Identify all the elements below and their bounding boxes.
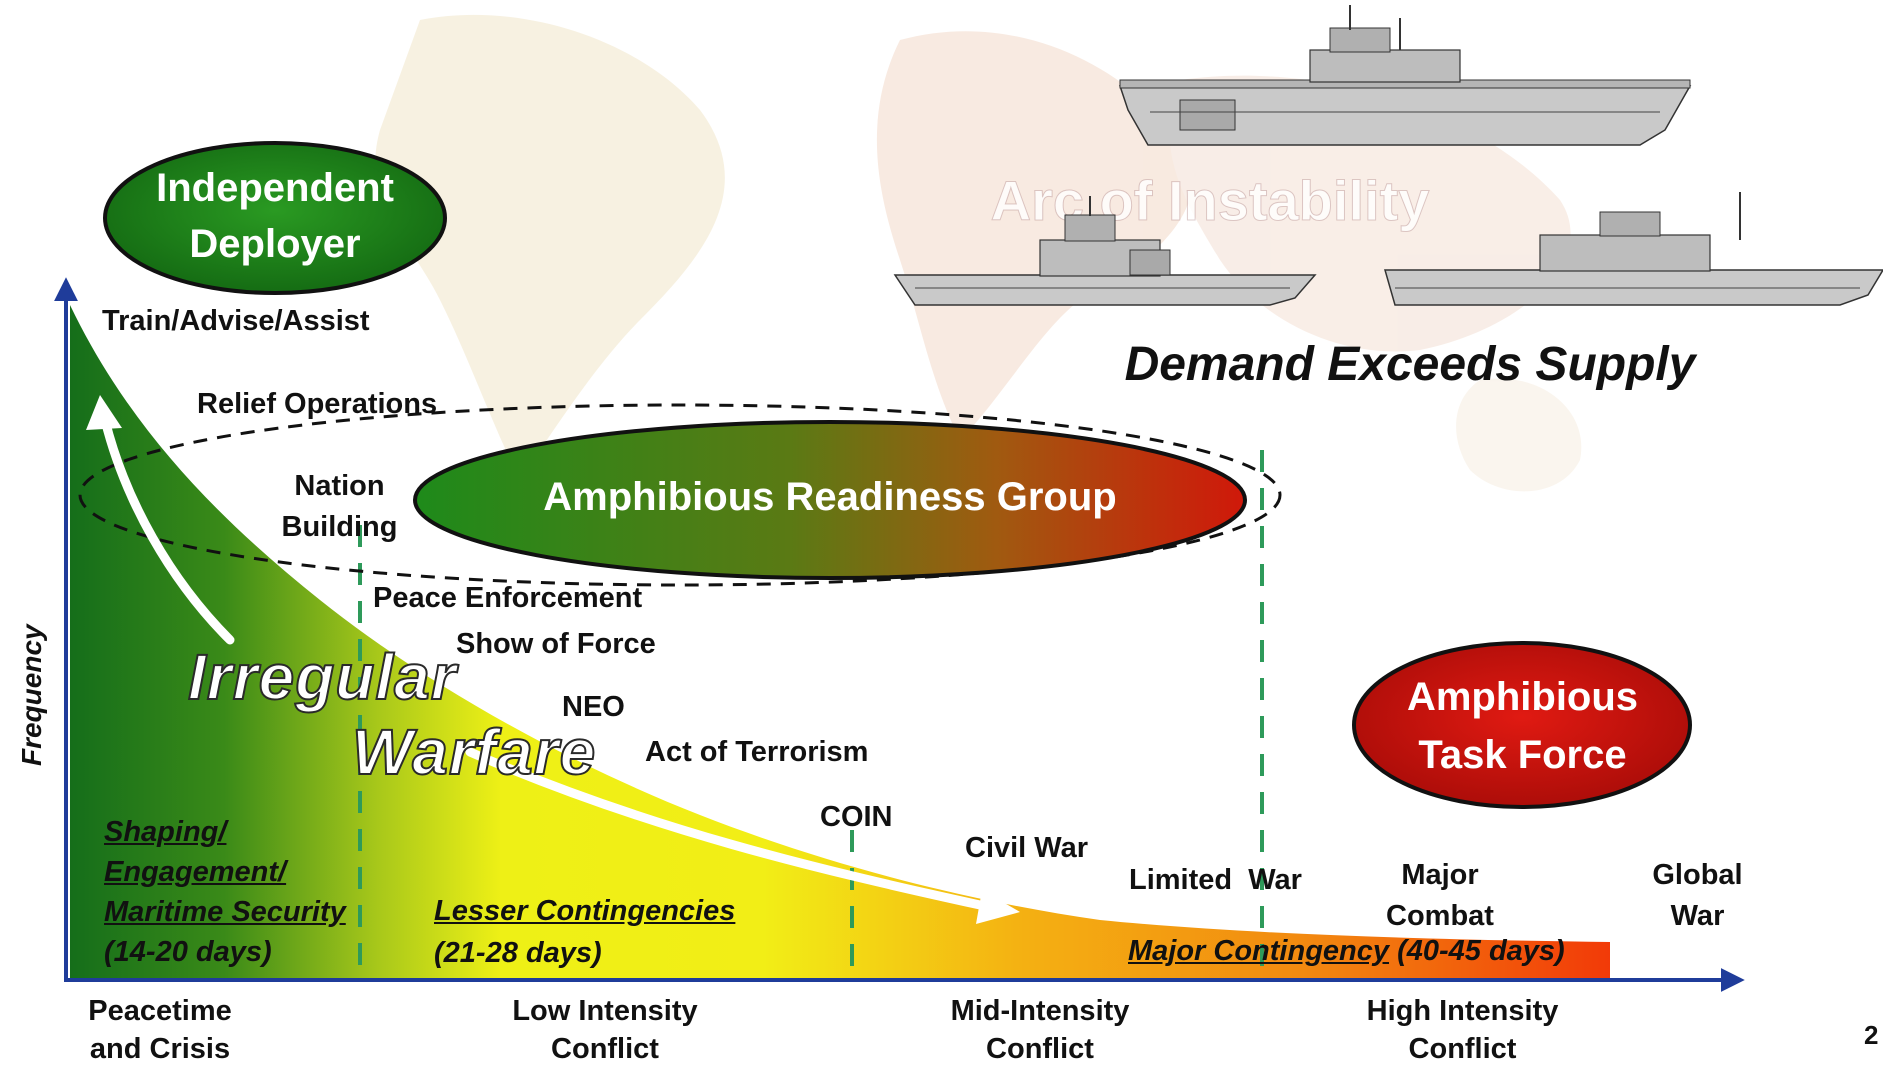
x-cat-1-line-1: Low Intensity (512, 995, 698, 1027)
major-contingency-days: (40-45 days) (1389, 935, 1565, 967)
shaping-days: (14-20 days) (104, 936, 272, 968)
arg-label: Amphibious Readiness Group (543, 475, 1117, 519)
watermark-text: Arc of Instability (991, 169, 1430, 232)
headline: Demand Exceeds Supply (1125, 338, 1698, 391)
x-cat-2-line-1: Mid-Intensity (950, 995, 1130, 1027)
nation-line-1: Nation (294, 470, 385, 502)
independent-deployer-line-1: Independent (156, 166, 394, 210)
peace-enforcement-label: Peace Enforcement (373, 582, 643, 614)
train-advise-assist-label: Train/Advise/Assist (102, 305, 370, 337)
x-category-mid-intensity: Mid-Intensity Conflict (925, 992, 1155, 1068)
shaping-line-1: Shaping/ (104, 816, 227, 848)
frequency-curve (70, 305, 1610, 978)
shaping-phase-label: Shaping/ Engagement/ Maritime Security (… (104, 812, 346, 972)
independent-deployer-label: Independent Deployer (125, 160, 425, 272)
lesser-title: Lesser Contingencies (434, 895, 736, 927)
shaping-line-3: Maritime Security (104, 896, 346, 928)
shaping-line-2: Engagement/ (104, 856, 287, 888)
major-line-1: Major (1401, 859, 1479, 891)
irregular-label: Irregular (187, 640, 457, 714)
ship-dock-landing (893, 196, 1317, 306)
coin-label: COIN (820, 801, 893, 833)
x-cat-3-line-1: High Intensity (1366, 995, 1559, 1027)
arg-oval (413, 420, 1247, 580)
relief-operations-label: Relief Operations (197, 388, 438, 420)
independent-deployer-line-2: Deployer (189, 222, 361, 266)
x-cat-2-line-2: Conflict (986, 1033, 1094, 1065)
warfare-label: Warfare (351, 715, 597, 789)
major-combat-label: Major Combat (1370, 855, 1510, 937)
page-number: 2 (1864, 1020, 1879, 1050)
limited-war-label: Limited War (1129, 864, 1302, 896)
x-category-low-intensity: Low Intensity Conflict (490, 992, 720, 1068)
x-cat-1-line-2: Conflict (551, 1033, 659, 1065)
irregular-warfare-arrow (86, 395, 1020, 924)
global-line-1: Global (1652, 859, 1743, 891)
x-cat-3-line-2: Conflict (1408, 1033, 1517, 1065)
x-cat-0-line-2: and Crisis (89, 1033, 231, 1065)
major-contingency-label: Major Contingency (40-45 days) (1128, 935, 1565, 968)
act-of-terrorism-label: Act of Terrorism (645, 736, 869, 768)
global-war-label: Global War (1640, 855, 1755, 937)
atf-label: Amphibious Task Force (1370, 668, 1675, 784)
atf-line-1: Amphibious (1406, 675, 1639, 719)
lesser-contingencies-label: Lesser Contingencies (21-28 days) (434, 890, 735, 974)
lesser-days: (21-28 days) (434, 937, 602, 969)
show-of-force-label: Show of Force (456, 628, 656, 660)
ship-amphibious-assault (1118, 5, 1692, 146)
atf-line-2: Task Force (1418, 733, 1627, 777)
x-category-high-intensity: High Intensity Conflict (1340, 992, 1585, 1068)
neo-label: NEO (562, 691, 625, 723)
global-line-2: War (1670, 900, 1725, 932)
nation-building-label: Nation Building (272, 466, 407, 548)
x-category-peacetime: Peacetime and Crisis (70, 992, 250, 1068)
major-contingency-title: Major Contingency (1128, 935, 1390, 967)
atf-oval (1352, 641, 1692, 809)
x-cat-0-line-1: Peacetime (88, 995, 232, 1027)
civil-war-label: Civil War (965, 832, 1089, 864)
independent-deployer-oval (103, 141, 447, 295)
y-axis-label: Frequency (16, 624, 47, 766)
ship-transport-dock (1384, 192, 1883, 306)
nation-line-2: Building (281, 511, 398, 543)
engagement-ellipse (78, 403, 1282, 587)
major-line-2: Combat (1386, 900, 1494, 932)
